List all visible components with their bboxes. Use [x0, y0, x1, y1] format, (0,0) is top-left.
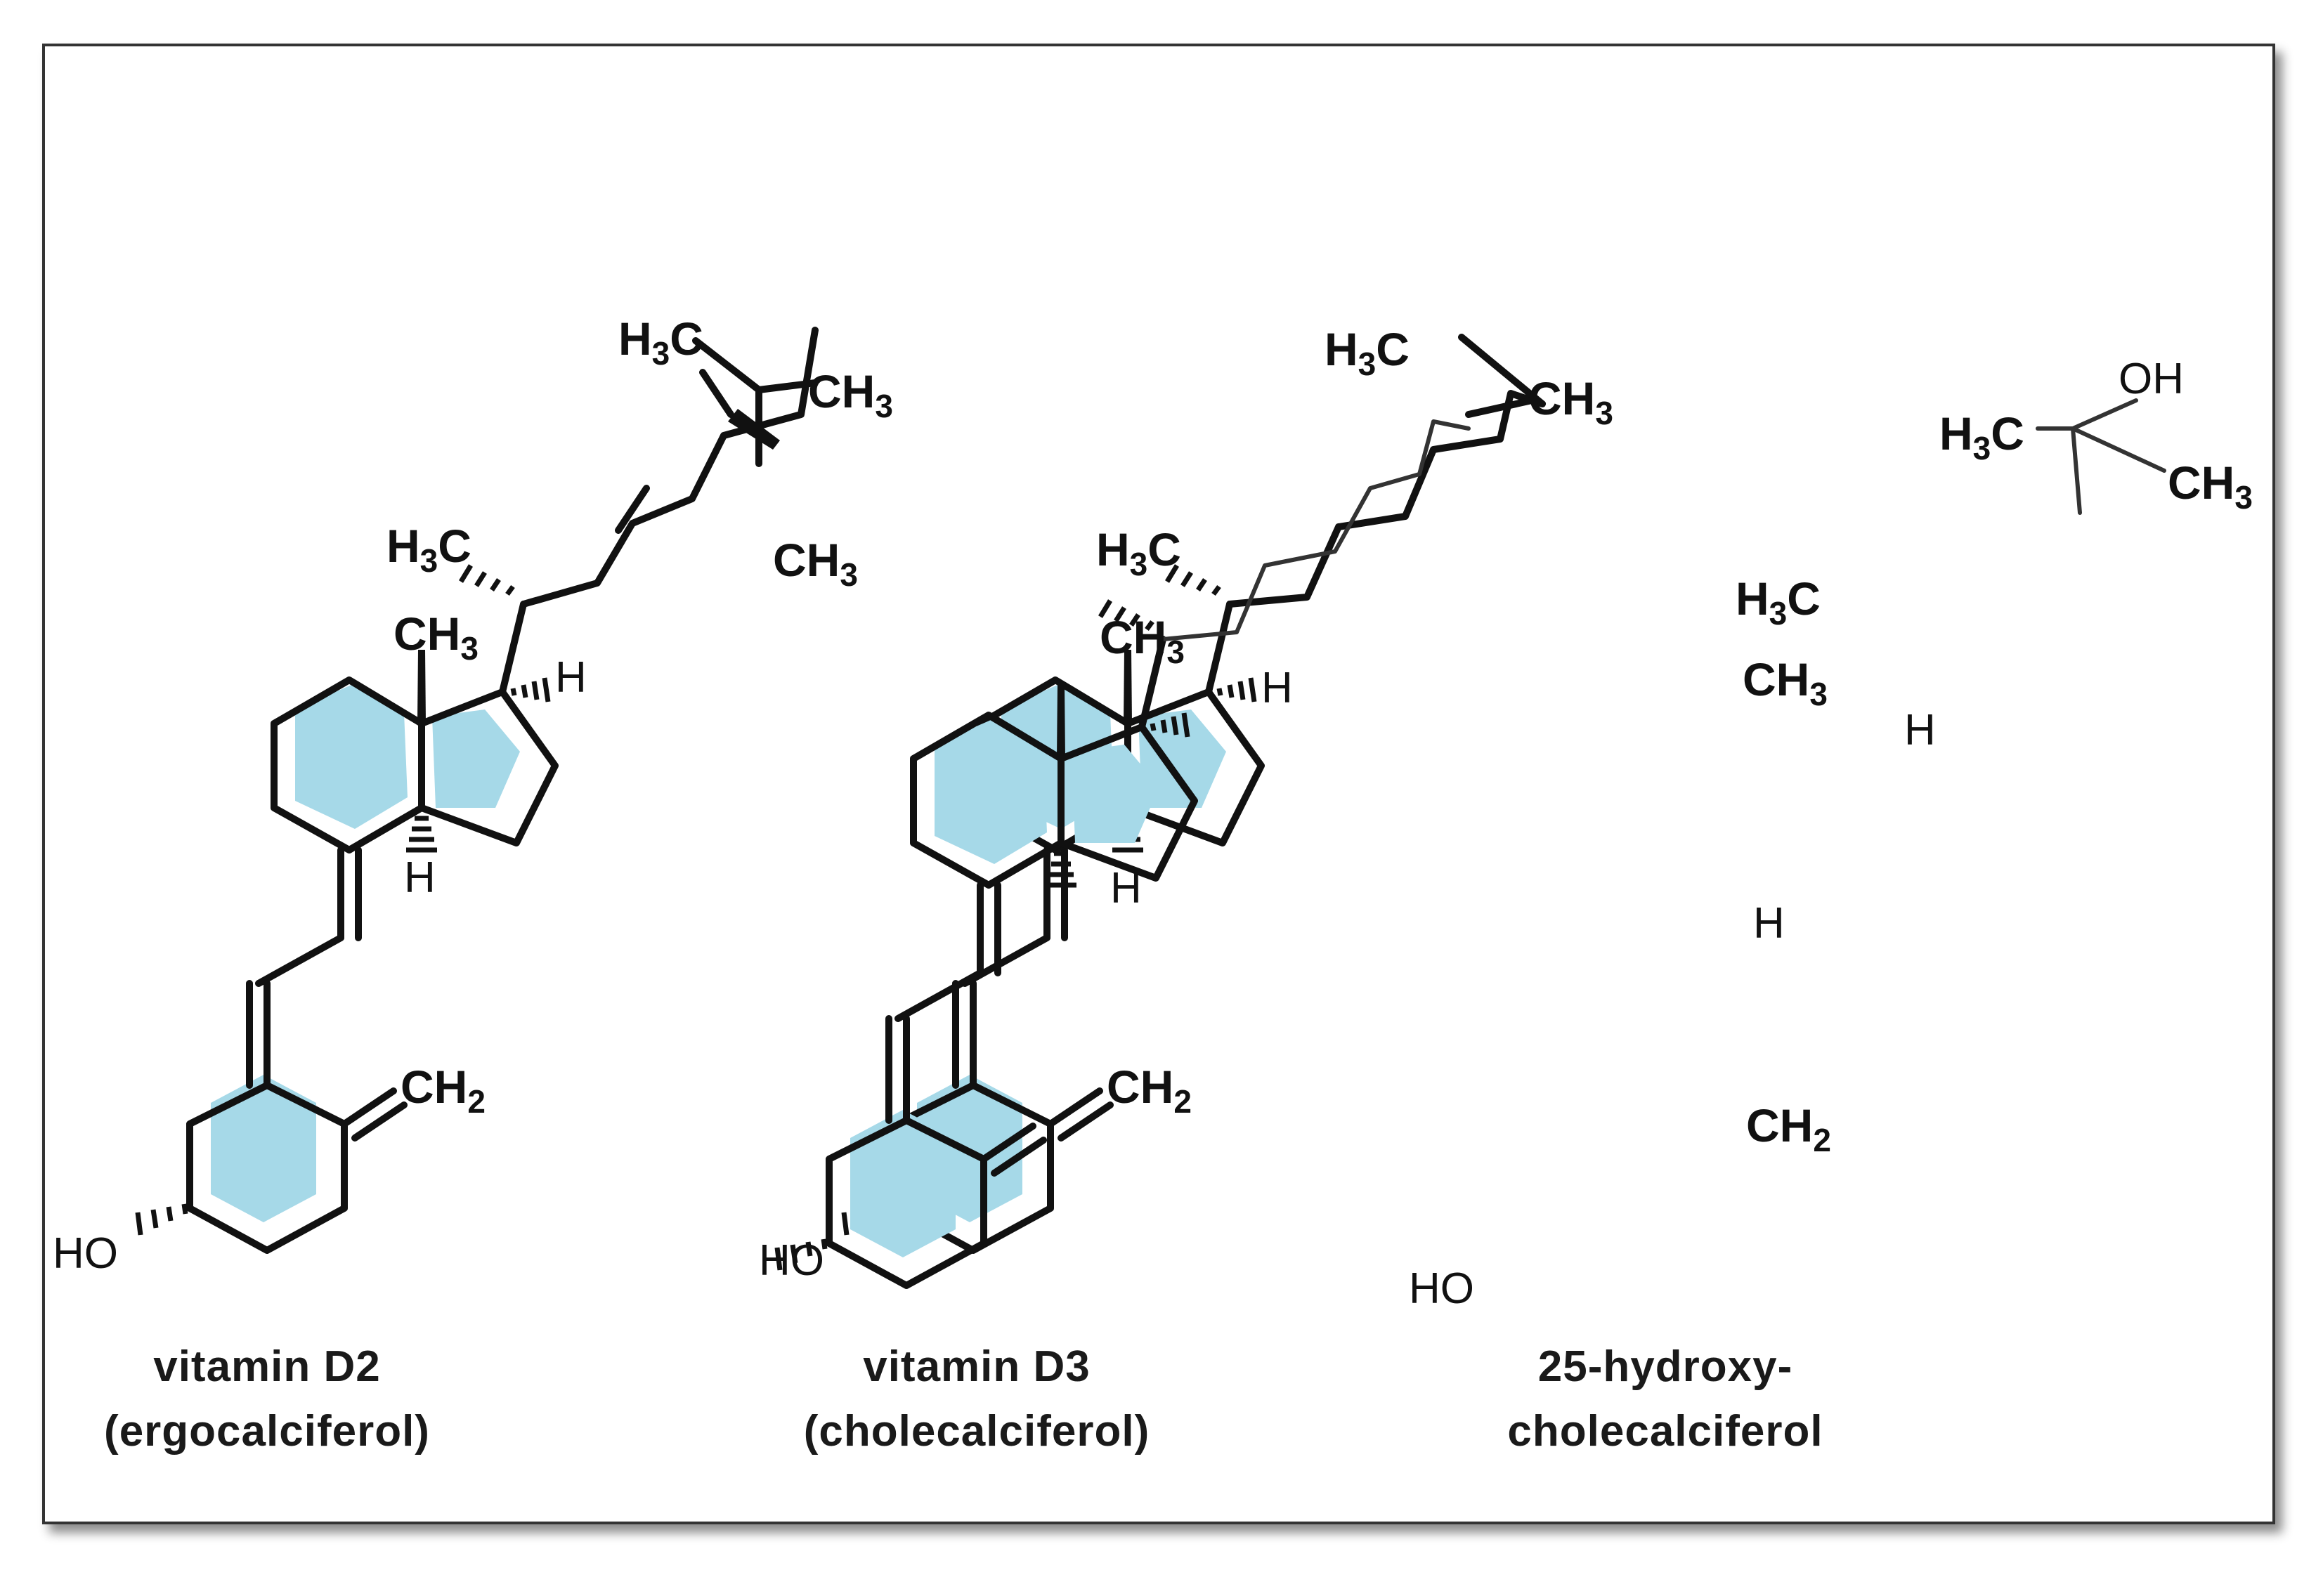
svg-text:CH3: CH3 — [1743, 653, 1828, 712]
caption-line-2: cholecalciferol — [1507, 1407, 1823, 1456]
svg-text:H3C: H3C — [386, 520, 471, 579]
atom-labels-d2: H3C CH3 CH3 H3C CH3 H H CH2 HO — [53, 313, 893, 1278]
svg-text:CH3: CH3 — [2168, 457, 2253, 516]
svg-text:H: H — [1110, 864, 1142, 913]
caption-vitamin-d3: vitamin D3 (cholecalciferol) — [780, 1335, 1173, 1464]
svg-text:HO: HO — [759, 1236, 824, 1285]
svg-text:HO: HO — [1409, 1264, 1474, 1313]
svg-text:H: H — [1904, 706, 1936, 754]
svg-text:CH3: CH3 — [393, 608, 479, 667]
atom-labels-d3: H3C CH3 H3C CH3 H H CH2 HO — [759, 323, 1613, 1285]
svg-text:CH3: CH3 — [773, 534, 858, 593]
svg-text:CH3: CH3 — [808, 365, 893, 424]
svg-text:CH2: CH2 — [1107, 1061, 1192, 1120]
caption-vitamin-d2: vitamin D2 (ergocalciferol) — [84, 1335, 450, 1464]
atom-labels-25oh: OH H3C CH3 H3C CH3 H H CH2 HO — [1409, 355, 2253, 1313]
caption-line-2: (cholecalciferol) — [803, 1407, 1150, 1456]
svg-text:H3C: H3C — [1736, 573, 1821, 632]
svg-text:H: H — [404, 853, 436, 902]
caption-line-1: 25-hydroxy- — [1537, 1342, 1793, 1391]
structure-25-hydroxycholecalciferol — [777, 419, 1471, 1286]
svg-text:H3C: H3C — [1325, 323, 1410, 382]
svg-text:HO: HO — [53, 1229, 118, 1278]
structure-vitamin-d2 — [138, 327, 819, 1250]
caption-25-hydroxycholecalciferol: 25-hydroxy- cholecalciferol — [1469, 1335, 1862, 1464]
svg-text:CH2: CH2 — [1746, 1099, 1831, 1158]
svg-text:OH: OH — [2119, 355, 2184, 403]
svg-text:H: H — [1261, 664, 1293, 712]
svg-text:H3C: H3C — [1096, 523, 1181, 582]
svg-text:H: H — [1753, 899, 1785, 948]
caption-line-1: vitamin D3 — [863, 1342, 1091, 1391]
svg-text:CH3: CH3 — [1100, 611, 1185, 670]
svg-text:H3C: H3C — [1939, 407, 2024, 466]
structure-vitamin-d3 — [844, 334, 1546, 1250]
svg-text:H: H — [555, 653, 587, 702]
svg-text:H3C: H3C — [618, 313, 703, 372]
oh-tail-25oh — [2036, 398, 2166, 515]
svg-text:CH3: CH3 — [1528, 372, 1613, 431]
svg-text:CH2: CH2 — [401, 1061, 486, 1120]
caption-line-1: vitamin D2 — [153, 1342, 381, 1391]
caption-line-2: (ergocalciferol) — [104, 1407, 430, 1456]
